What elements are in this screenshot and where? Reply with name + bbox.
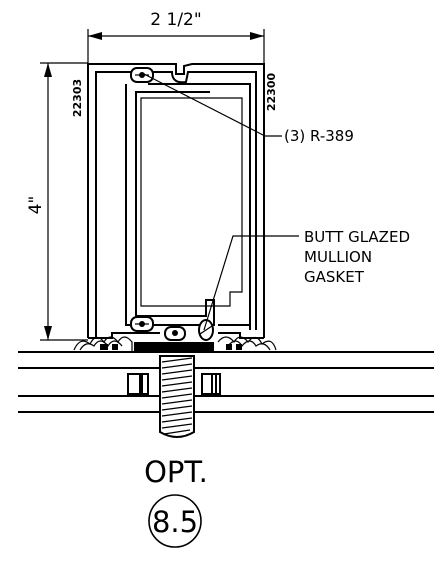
part-number-right: 22300 [265,73,278,112]
mullion-extrusion [87,63,265,339]
option-label: OPT. [144,455,208,489]
pile-seal-left [73,336,133,352]
fastener-callout: (3) R-389 [143,73,354,145]
gasket-label-line1: BUTT GLAZED [304,228,410,246]
width-dimension: 2 1/2" [87,10,265,64]
butt-joint-gasket [134,342,214,353]
screw-top [130,67,154,83]
spacers [127,373,221,395]
screw-bottom-center [164,326,186,341]
glass-lites [18,351,434,413]
height-dimension-label: 4" [26,196,46,215]
screw-bottom-left [130,316,154,332]
detail-number: 8.5 [152,505,198,539]
gasket-symbol [198,319,214,341]
width-dimension-label: 2 1/2" [150,10,201,30]
pile-seal-right [217,336,277,351]
height-dimension: 4" [26,62,88,341]
silicone-bead [159,355,195,438]
part-number-left: 22303 [71,79,84,117]
gasket-label-line2: MULLION [304,248,372,266]
fastener-callout-label: (3) R-389 [284,127,354,145]
detail-bubble: 8.5 [148,494,202,548]
gasket-label-line3: GASKET [304,268,365,286]
gasket-callout: BUTT GLAZED MULLION GASKET [203,228,410,331]
